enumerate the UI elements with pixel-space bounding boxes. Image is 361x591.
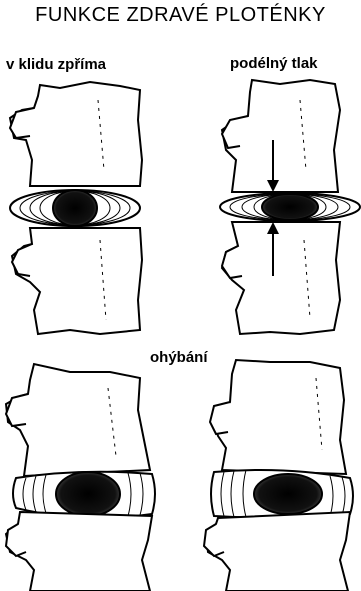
disc-rest [10,190,140,226]
lower-vertebra [222,222,340,334]
nucleus [262,194,318,220]
upper-vertebra [212,360,346,474]
panel-axial-pressure [220,80,360,334]
lower-vertebra [206,512,350,591]
panel-bending-left [6,364,155,591]
nucleus [56,472,120,516]
disc-compressed [220,193,360,221]
panel-bending-right [204,360,353,591]
disc-wedged-right [211,470,353,518]
nucleus [53,190,97,226]
panel-rest-upright [10,82,142,334]
nucleus [254,474,322,514]
lower-vertebra [6,512,152,591]
disc-wedged-left [13,472,155,518]
upper-vertebra [6,364,150,476]
